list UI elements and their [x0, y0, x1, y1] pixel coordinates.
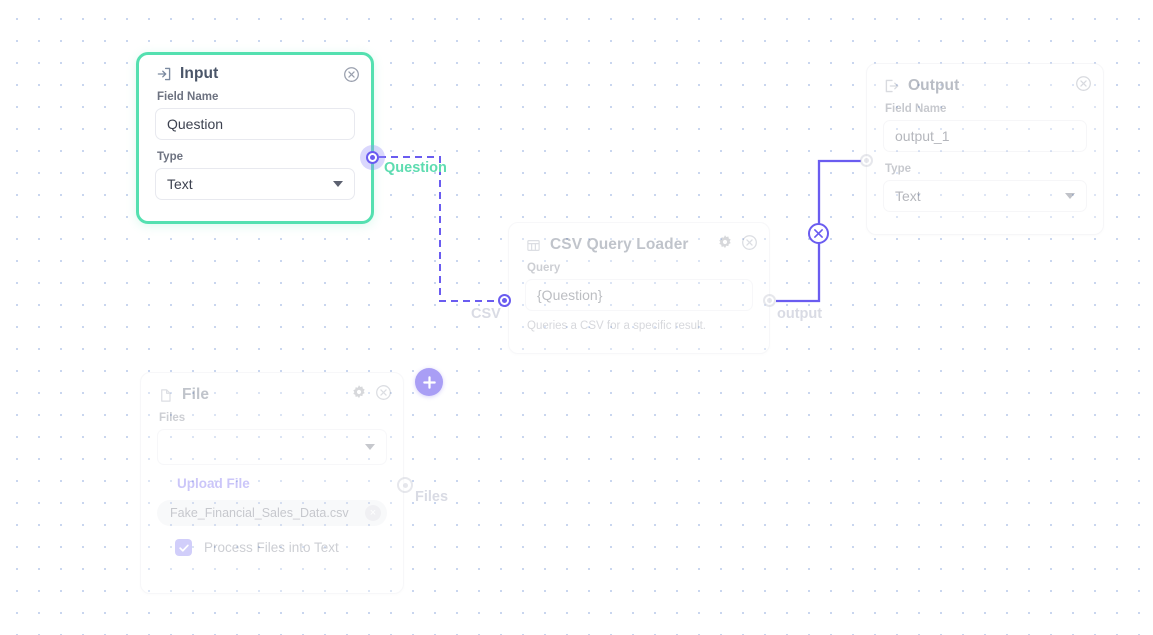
handle-label-files: Files	[415, 489, 449, 505]
process-files-label: Process Files into Text	[204, 540, 339, 555]
handle-dot	[767, 298, 772, 303]
node-output-actions	[1075, 75, 1092, 92]
handle-csv-in[interactable]	[498, 294, 511, 307]
close-icon[interactable]	[375, 384, 392, 401]
plus-icon	[422, 375, 436, 389]
edge-delete-button[interactable]	[808, 223, 829, 244]
field-label-query: Query	[527, 262, 561, 274]
table-icon	[525, 237, 542, 254]
node-input-title: Input	[180, 65, 219, 82]
handle-input-question-out[interactable]	[366, 151, 379, 164]
node-file-header: File	[141, 373, 403, 408]
output-field-name[interactable]: output_1	[883, 120, 1087, 152]
node-csv-query-loader[interactable]: CSV Query Loader Query {Question	[508, 222, 770, 354]
node-file-title: File	[182, 386, 210, 403]
close-icon[interactable]	[1075, 75, 1092, 92]
handle-output-in[interactable]	[860, 154, 873, 167]
node-output-header: Output	[867, 64, 1103, 99]
input-field-name[interactable]: Question	[155, 108, 355, 140]
close-icon[interactable]	[343, 66, 360, 83]
node-input-body: Field Name Question Type Text	[139, 87, 371, 216]
handle-dot	[864, 158, 869, 163]
upload-file-link[interactable]: Upload File	[177, 476, 250, 491]
gear-icon[interactable]	[351, 384, 368, 401]
node-output-body: Field Name output_1 Type Text	[867, 99, 1103, 228]
node-file[interactable]: File Files	[140, 372, 404, 594]
csv-query-input[interactable]: {Question}	[525, 279, 753, 311]
handle-dot	[502, 298, 507, 303]
node-file-body: Files Upload File Fake_Financial_Sales_D…	[141, 408, 403, 572]
chevron-down-icon	[365, 444, 375, 450]
process-files-checkbox[interactable]	[175, 539, 192, 556]
field-label-files: Files	[159, 412, 186, 424]
edge-input-to-csv[interactable]	[379, 156, 499, 302]
file-files-select[interactable]	[157, 429, 387, 465]
close-icon	[814, 229, 823, 238]
file-chip-name: Fake_Financial_Sales_Data.csv	[170, 506, 349, 520]
gear-icon[interactable]	[717, 234, 734, 251]
handle-dot	[370, 155, 375, 160]
output-arrow-icon	[883, 78, 900, 95]
node-output[interactable]: Output Field Name output_1 Type Text	[866, 63, 1104, 235]
handle-label-output: output	[777, 306, 823, 322]
chevron-down-icon	[1065, 193, 1075, 199]
input-type-value: Text	[167, 176, 193, 192]
add-node-button[interactable]	[415, 368, 443, 396]
chip-remove-icon[interactable]: ×	[365, 505, 381, 521]
node-csv-body: Query {Question} Queries a CSV for a spe…	[509, 258, 769, 348]
node-input-actions	[343, 66, 360, 83]
field-label-type: Type	[157, 151, 183, 163]
handle-file-out[interactable]	[397, 477, 413, 493]
field-label-type: Type	[885, 163, 911, 175]
field-label-field-name: Field Name	[157, 91, 219, 103]
node-input-header: Input	[139, 55, 371, 87]
node-csv-header: CSV Query Loader	[509, 223, 769, 258]
node-file-actions	[351, 384, 392, 401]
input-type-select[interactable]: Text	[155, 168, 355, 200]
output-type-value: Text	[895, 188, 921, 204]
node-input[interactable]: Input Field Name Question Type Text	[136, 52, 374, 224]
document-icon	[157, 387, 174, 404]
close-icon[interactable]	[741, 234, 758, 251]
output-type-select[interactable]: Text	[883, 180, 1087, 212]
handle-dot	[402, 482, 408, 488]
handle-label-question: Question	[384, 160, 447, 176]
process-files-row[interactable]: Process Files into Text	[157, 526, 387, 556]
handle-csv-out[interactable]	[763, 294, 776, 307]
file-chip[interactable]: Fake_Financial_Sales_Data.csv ×	[157, 500, 387, 526]
chevron-down-icon	[333, 181, 343, 187]
csv-description: Queries a CSV for a specific result.	[527, 320, 706, 332]
check-icon	[178, 544, 189, 552]
field-label-field-name: Field Name	[885, 103, 947, 115]
input-arrow-icon	[155, 66, 172, 83]
node-csv-title: CSV Query Loader	[550, 236, 689, 253]
node-output-title: Output	[908, 77, 960, 94]
node-csv-actions	[717, 234, 758, 251]
handle-label-csv: CSV	[471, 306, 501, 322]
